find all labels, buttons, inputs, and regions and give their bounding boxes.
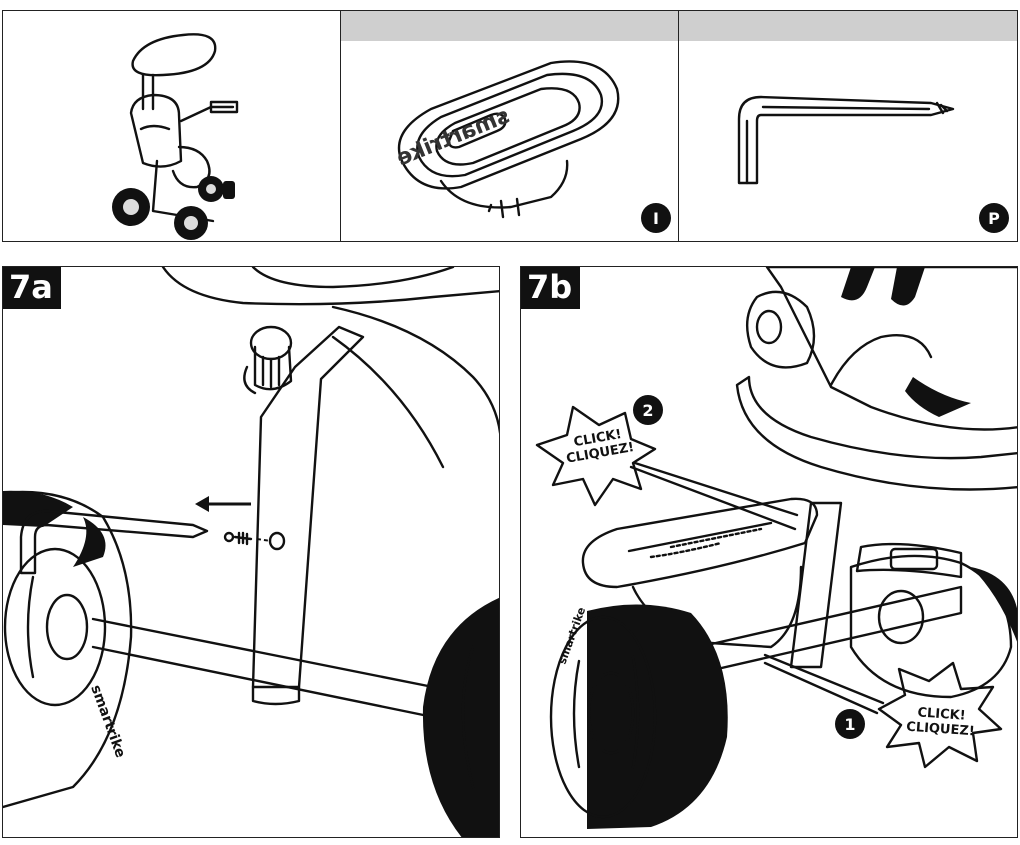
step-7a-illustration: smartrike — [3, 267, 499, 837]
click-burst-lower — [877, 661, 1003, 769]
step-label-7a: 7a — [3, 267, 61, 309]
step-marker-2: 2 — [633, 395, 663, 425]
tricycle-illustration — [112, 33, 239, 240]
step-7b-panel: smartrike CLICK! CLIQUEZ! CLICK! CLIQUEZ… — [520, 266, 1018, 838]
step-7b-illustration: smartrike — [535, 267, 1017, 829]
part-badge-p: P — [979, 203, 1009, 233]
svg-text:smartrike: smartrike — [556, 605, 589, 666]
click-text-lower: CLICK! CLIQUEZ! — [898, 704, 984, 740]
header-bar — [679, 11, 1017, 41]
parts-panel-hex-key: P — [678, 10, 1018, 242]
parts-panel-tricycle — [2, 10, 342, 242]
parts-panel-storage-lid: smartrike I — [340, 10, 680, 242]
header-bar — [341, 11, 679, 41]
click-burst-upper — [535, 405, 657, 507]
step-label-7b: 7b — [521, 267, 581, 309]
storage-lid-illustration: smartrike — [393, 60, 620, 219]
step-7a-panel: smartrike 7a — [2, 266, 500, 838]
svg-text:smartrike: smartrike — [393, 103, 513, 171]
left-arrow-icon — [195, 496, 251, 512]
step-marker-1: 1 — [835, 709, 865, 739]
hex-key-icon — [737, 95, 955, 185]
part-badge-i: I — [641, 203, 671, 233]
